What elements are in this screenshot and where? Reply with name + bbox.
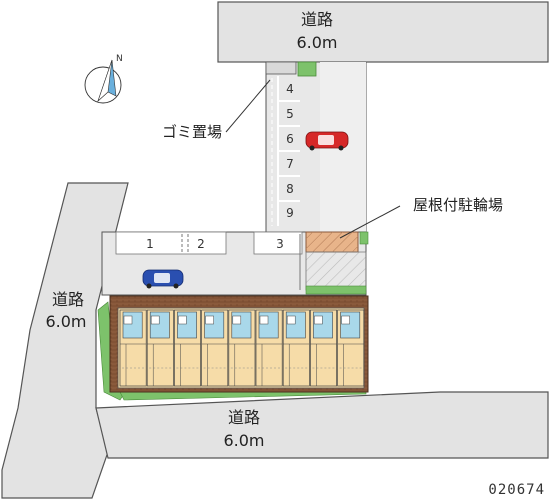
apartment-building xyxy=(109,295,369,393)
north-road: 道路 6.0m xyxy=(217,1,549,63)
compass-icon: N xyxy=(84,54,123,104)
west-road-name: 道路 xyxy=(52,290,84,309)
garbage-callout: ゴミ置場 xyxy=(162,79,271,141)
compass-north-letter: N xyxy=(116,54,123,64)
apartment-unit xyxy=(119,309,147,387)
bike-shelter-callout: 屋根付駐輪場 xyxy=(339,196,503,239)
north-road-width: 6.0m xyxy=(296,33,337,52)
apartment-unit xyxy=(228,309,256,387)
stall-3: 3 xyxy=(276,237,284,251)
south-road-width: 6.0m xyxy=(223,431,264,450)
stall-7: 7 xyxy=(286,157,294,171)
stall-8: 8 xyxy=(286,182,294,196)
apartment-unit xyxy=(201,309,229,387)
north-road-name: 道路 xyxy=(301,10,333,29)
apartment-unit xyxy=(310,309,337,387)
apartment-units xyxy=(119,309,365,387)
stall-4: 4 xyxy=(286,82,294,96)
stall-9: 9 xyxy=(286,206,294,220)
stall-2: 2 xyxy=(197,237,205,251)
bike-shelter xyxy=(305,231,367,291)
apartment-unit xyxy=(337,309,365,387)
south-road-name: 道路 xyxy=(228,408,260,427)
parking-lot-vertical xyxy=(265,61,367,233)
apartment-unit xyxy=(282,309,310,387)
garbage-label: ゴミ置場 xyxy=(162,123,222,141)
stall-6: 6 xyxy=(286,132,294,146)
stall-numbers: 1 2 3 4 5 6 7 8 9 xyxy=(146,82,294,251)
apartment-unit xyxy=(174,309,201,387)
property-code: 020674 xyxy=(488,482,545,498)
blue-car-icon xyxy=(142,269,184,289)
apartment-unit xyxy=(255,309,283,387)
south-road: 道路 6.0m xyxy=(95,391,549,459)
west-road-width: 6.0m xyxy=(45,312,86,331)
bike-shelter-label: 屋根付駐輪場 xyxy=(413,196,503,214)
stall-1: 1 xyxy=(146,237,154,251)
west-road: 道路 6.0m xyxy=(1,182,129,499)
red-car-icon xyxy=(305,131,349,151)
stall-5: 5 xyxy=(286,107,294,121)
apartment-unit xyxy=(146,309,174,387)
